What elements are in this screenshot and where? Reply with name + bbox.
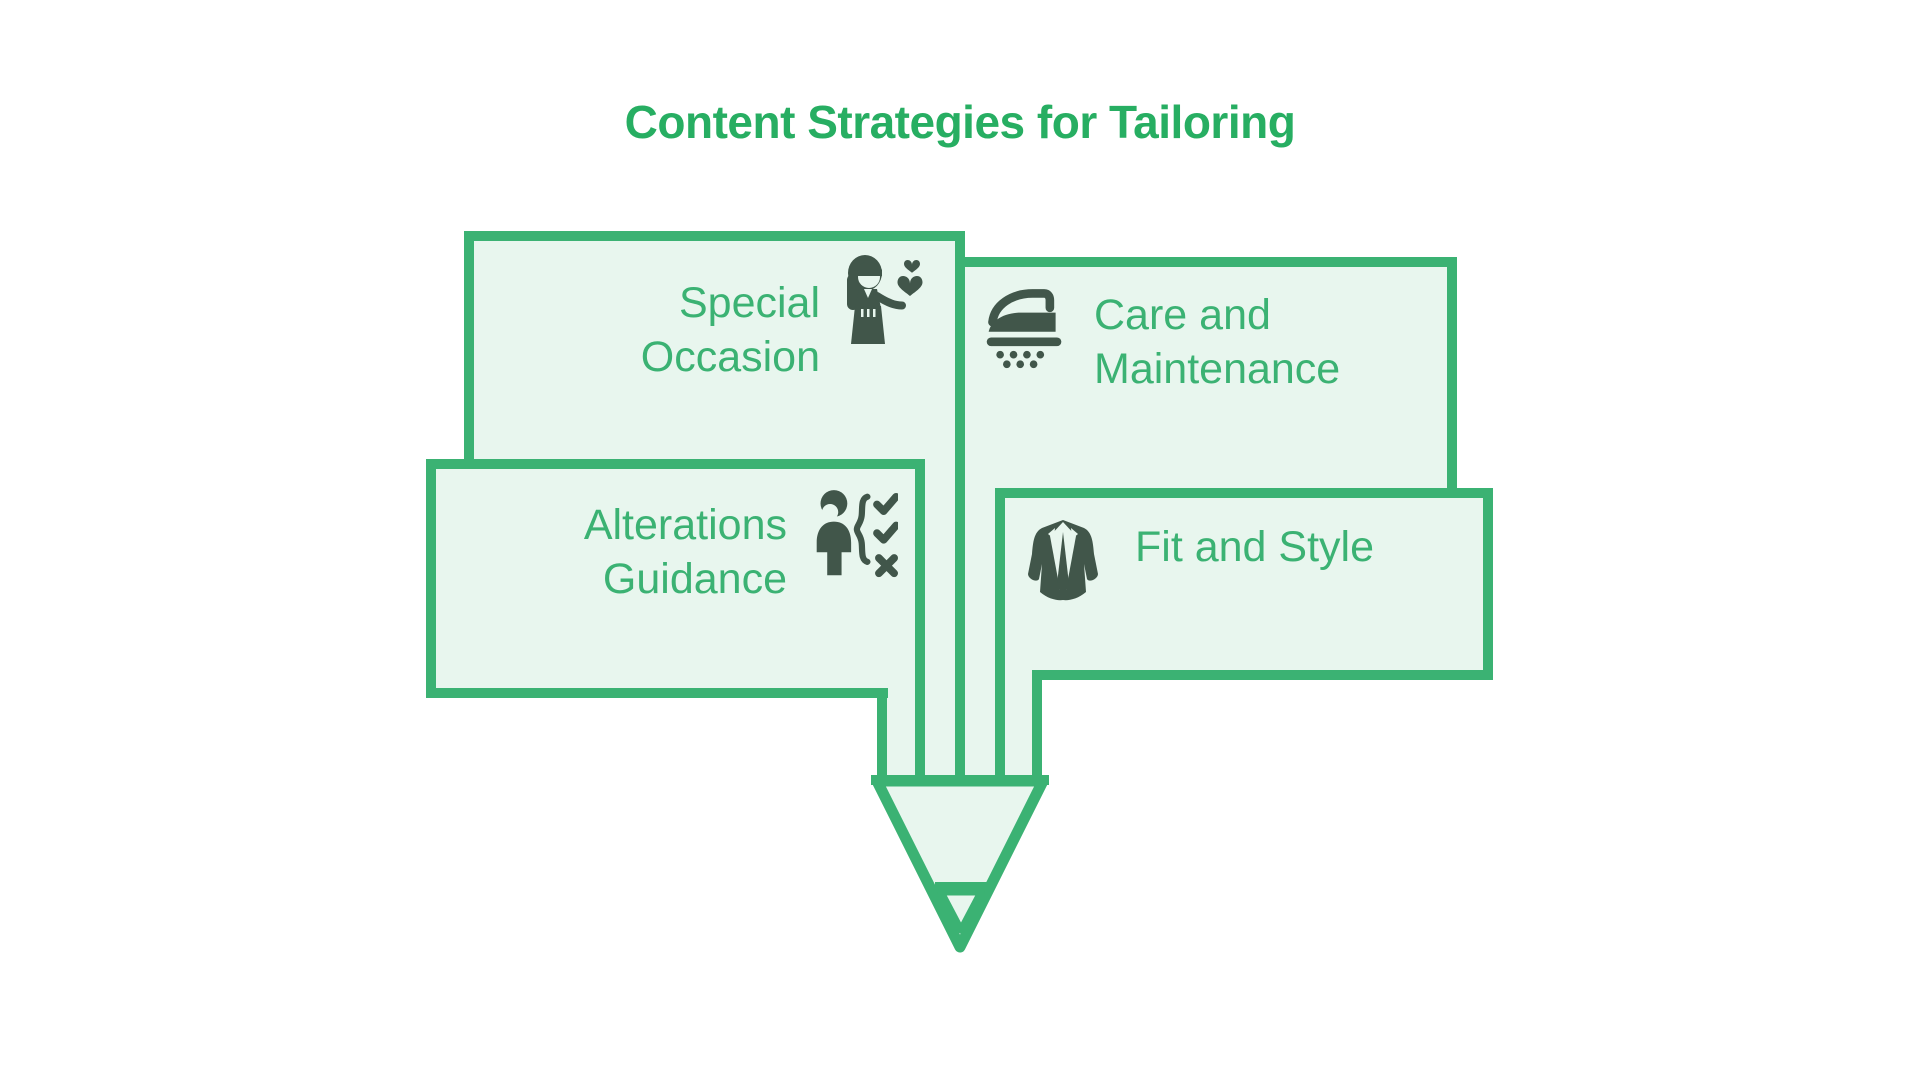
person-checklist-icon: [816, 490, 898, 578]
label-line: Fit and Style: [1135, 523, 1374, 571]
pencil-lead-separator: [935, 882, 988, 891]
pencil-cone-top-edge: [871, 775, 1049, 785]
label-care-maintenance: Care and Maintenance: [1094, 288, 1464, 396]
label-fit-style: Fit and Style: [1135, 520, 1505, 574]
pencil-lead: [937, 888, 985, 934]
woman-hearts-icon: [847, 255, 923, 344]
panel-fit-style-bottom-edge: [1041, 670, 1493, 680]
label-special-occasion: Special Occasion: [520, 276, 820, 384]
label-line: Guidance: [602, 555, 787, 603]
label-line: Alterations: [583, 501, 787, 549]
pencil-right-edge-line: [1032, 670, 1042, 783]
label-alterations-guidance: Alterations Guidance: [487, 498, 787, 606]
panel-alterations-bottom-edge: [426, 688, 888, 698]
pencil-left-edge-line: [877, 688, 887, 783]
pencil-facet-line-right: [995, 670, 1005, 783]
page-title: Content Strategies for Tailoring: [624, 96, 1296, 148]
pencil-tip: [871, 775, 1049, 953]
label-line: Special: [678, 279, 820, 327]
suit-icon: [1028, 520, 1098, 601]
label-line: Occasion: [640, 333, 820, 381]
iron-icon: [986, 289, 1062, 369]
pencil-facet-line-left: [915, 688, 925, 783]
pencil-facet-line-center: [955, 455, 965, 785]
label-line: Care and: [1094, 291, 1271, 339]
label-line: Maintenance: [1094, 345, 1341, 393]
